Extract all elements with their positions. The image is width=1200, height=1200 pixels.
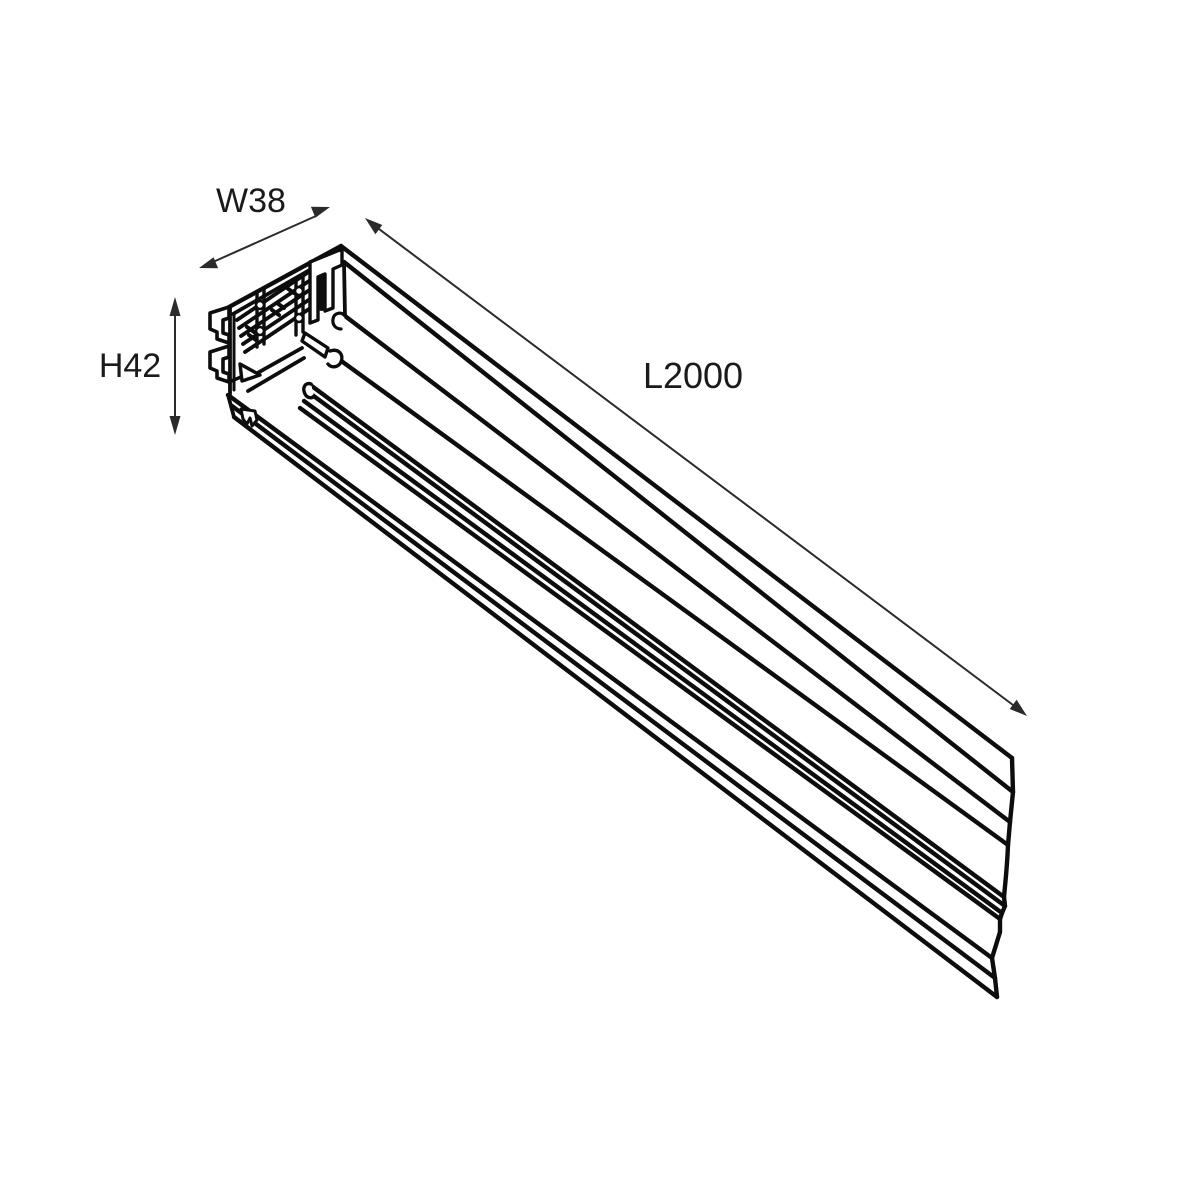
profile-body-lines — [225, 243, 1016, 1000]
profile-cross-section — [208, 243, 347, 428]
height-dimension: H42 — [99, 297, 181, 435]
length-label: L2000 — [643, 355, 743, 396]
profile-end-face — [989, 755, 1016, 1000]
length-dimension: L2000 — [365, 218, 1027, 716]
height-label: H42 — [99, 347, 161, 385]
width-label: W38 — [216, 182, 286, 220]
width-dimension: W38 — [199, 182, 330, 269]
